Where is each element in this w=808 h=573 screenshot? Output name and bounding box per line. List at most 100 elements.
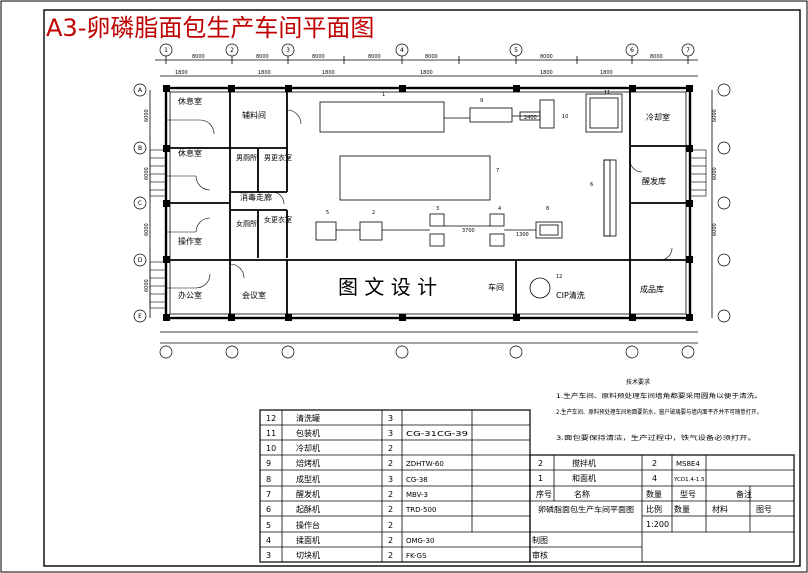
dim-top-0: 8000 bbox=[192, 54, 205, 60]
dim-right-bot: 6000 bbox=[712, 223, 718, 236]
room-cold: 冷却室 bbox=[646, 112, 670, 122]
equipment-3-cutter bbox=[429, 213, 445, 227]
room-aux: 辅料间 bbox=[242, 110, 266, 120]
dim-top-6: 8000 bbox=[650, 54, 663, 60]
bom-header-model: 型号 bbox=[680, 490, 696, 499]
watermark-text: 图 文 设 计 bbox=[338, 275, 437, 299]
dim-top-3: 8000 bbox=[368, 54, 381, 60]
bom-right-model-2: MS8E4 bbox=[676, 460, 700, 468]
bom-right-qty-1: 4 bbox=[652, 474, 657, 483]
vertical-room-labels: 男厕所 男更衣室 女厕所 女更衣室 bbox=[236, 153, 292, 228]
room-men-wc: 男厕所 bbox=[236, 153, 257, 162]
equipment-1-line bbox=[319, 101, 445, 133]
bom-header-name: 名称 bbox=[574, 489, 590, 499]
equip-num-10: 10 bbox=[562, 114, 568, 120]
room-labels: 休息室 休息室 辅料间 操作室 办公室 会议室 消毒走廊 车间 CIP清洗 成品… bbox=[178, 96, 670, 300]
dim-door-0: 1800 bbox=[175, 70, 188, 76]
watermark-bg bbox=[330, 270, 478, 300]
bom-row-qty: 2 bbox=[388, 505, 393, 514]
drawn-by-label: 制图 bbox=[532, 535, 548, 545]
dim-top-4: 8000 bbox=[425, 54, 438, 60]
dim-door-3: 1800 bbox=[420, 70, 433, 76]
bom-row-qty: 3 bbox=[388, 429, 393, 438]
material-label: 材料 bbox=[712, 504, 728, 514]
dim-mid-0: 2400 bbox=[524, 115, 537, 121]
bom-row-qty: 2 bbox=[388, 490, 393, 499]
bom-right-name-1: 和面机 bbox=[572, 473, 596, 483]
bom-row-name: 焙烤机 bbox=[296, 458, 320, 468]
bom-row-name: 包装机 bbox=[296, 428, 320, 438]
bom-row-no: 9 bbox=[266, 459, 271, 468]
floor-plan bbox=[133, 43, 731, 359]
room-rest-2: 休息室 bbox=[178, 148, 202, 158]
bom-right-name-2: 搅拌机 bbox=[572, 458, 596, 468]
axis-col-4: 4 bbox=[400, 47, 404, 54]
bom-row-no: 3 bbox=[266, 551, 271, 560]
dim-door-1: 1800 bbox=[258, 70, 271, 76]
axis-row-d: D bbox=[138, 257, 143, 264]
bom-row-model: FK-GS bbox=[406, 552, 427, 560]
bom-row-no: 8 bbox=[266, 475, 271, 484]
bom-row-name: 清洗罐 bbox=[296, 413, 320, 423]
bom-header-qty: 数量 bbox=[646, 489, 662, 499]
bom-row-no: 4 bbox=[266, 536, 271, 545]
scale-value: 1:200 bbox=[646, 520, 669, 529]
axis-row-e: E bbox=[138, 313, 142, 320]
bom-right-no-2: 2 bbox=[538, 459, 543, 468]
bom-row-qty: 3 bbox=[388, 414, 393, 423]
equipment-2b-mixer bbox=[359, 221, 383, 241]
equipment bbox=[315, 93, 623, 299]
axis-row-a: A bbox=[138, 87, 143, 94]
bom-header-remark: 备注 bbox=[736, 489, 752, 499]
axis-col-7: 7 bbox=[686, 47, 690, 54]
axis-row-c: C bbox=[138, 200, 142, 207]
bom-row-model: CG-31CG-39 bbox=[406, 430, 468, 438]
room-rest-1: 休息室 bbox=[178, 96, 202, 106]
dim-door-5: 1800 bbox=[600, 70, 613, 76]
dim-ticks-top bbox=[165, 56, 689, 64]
equip-num-7: 7 bbox=[496, 168, 499, 174]
bom-row-model: ZDHTW-60 bbox=[406, 460, 444, 468]
equipment-7-proofer bbox=[339, 155, 491, 201]
bom-row-no: 12 bbox=[266, 414, 276, 423]
bom-row-qty: 2 bbox=[388, 521, 393, 530]
equip-num-9: 9 bbox=[480, 98, 483, 104]
bom-right-qty-2: 2 bbox=[652, 459, 657, 468]
equip-num-8: 8 bbox=[546, 206, 549, 212]
axis-bubbles bbox=[133, 43, 731, 359]
dim-left-2: 6000 bbox=[144, 223, 150, 236]
bom-row-qty: 3 bbox=[388, 475, 393, 484]
note-1: 1.生产车间、原料预处理车间墙角都要采用圆角以便于清洗。 bbox=[556, 392, 762, 400]
room-operate: 操作室 bbox=[178, 236, 202, 246]
equipment-9-oven bbox=[469, 107, 513, 123]
notes-title: 技术要求 bbox=[626, 378, 650, 386]
equipment-10-cooler bbox=[539, 99, 555, 129]
partition-lines bbox=[166, 119, 200, 289]
drawing-no-label: 图号 bbox=[756, 505, 772, 514]
bom-row-qty: 2 bbox=[388, 444, 393, 453]
bom-row-no: 7 bbox=[266, 490, 271, 499]
page-title: A3-卵磷脂面包生产车间平面图 bbox=[46, 14, 375, 42]
room-ferment: 醒发库 bbox=[642, 176, 666, 186]
room-meeting: 会议室 bbox=[242, 290, 266, 300]
bom-row-name: 揉面机 bbox=[296, 535, 320, 545]
room-disinfect: 消毒走廊 bbox=[240, 192, 272, 202]
qty-label: 数量 bbox=[674, 504, 690, 514]
bom-table-grid bbox=[259, 409, 795, 563]
bom-header-no: 序号 bbox=[536, 489, 552, 499]
equip-num-1: 1 bbox=[382, 92, 385, 98]
bom-row-name: 冷却机 bbox=[296, 443, 320, 453]
equipment-12-cip-tank bbox=[529, 277, 551, 299]
dim-door-4: 1800 bbox=[540, 70, 553, 76]
bom-row-name: 操作台 bbox=[296, 520, 320, 530]
bom-row-qty: 2 bbox=[388, 536, 393, 545]
bom-row-model: TRD-500 bbox=[405, 506, 436, 514]
bom-row-qty: 2 bbox=[388, 551, 393, 560]
equip-num-3: 3 bbox=[436, 206, 439, 212]
dim-left-3: 6000 bbox=[144, 279, 150, 292]
stairs bbox=[149, 149, 707, 309]
equip-num-4: 4 bbox=[498, 206, 501, 212]
